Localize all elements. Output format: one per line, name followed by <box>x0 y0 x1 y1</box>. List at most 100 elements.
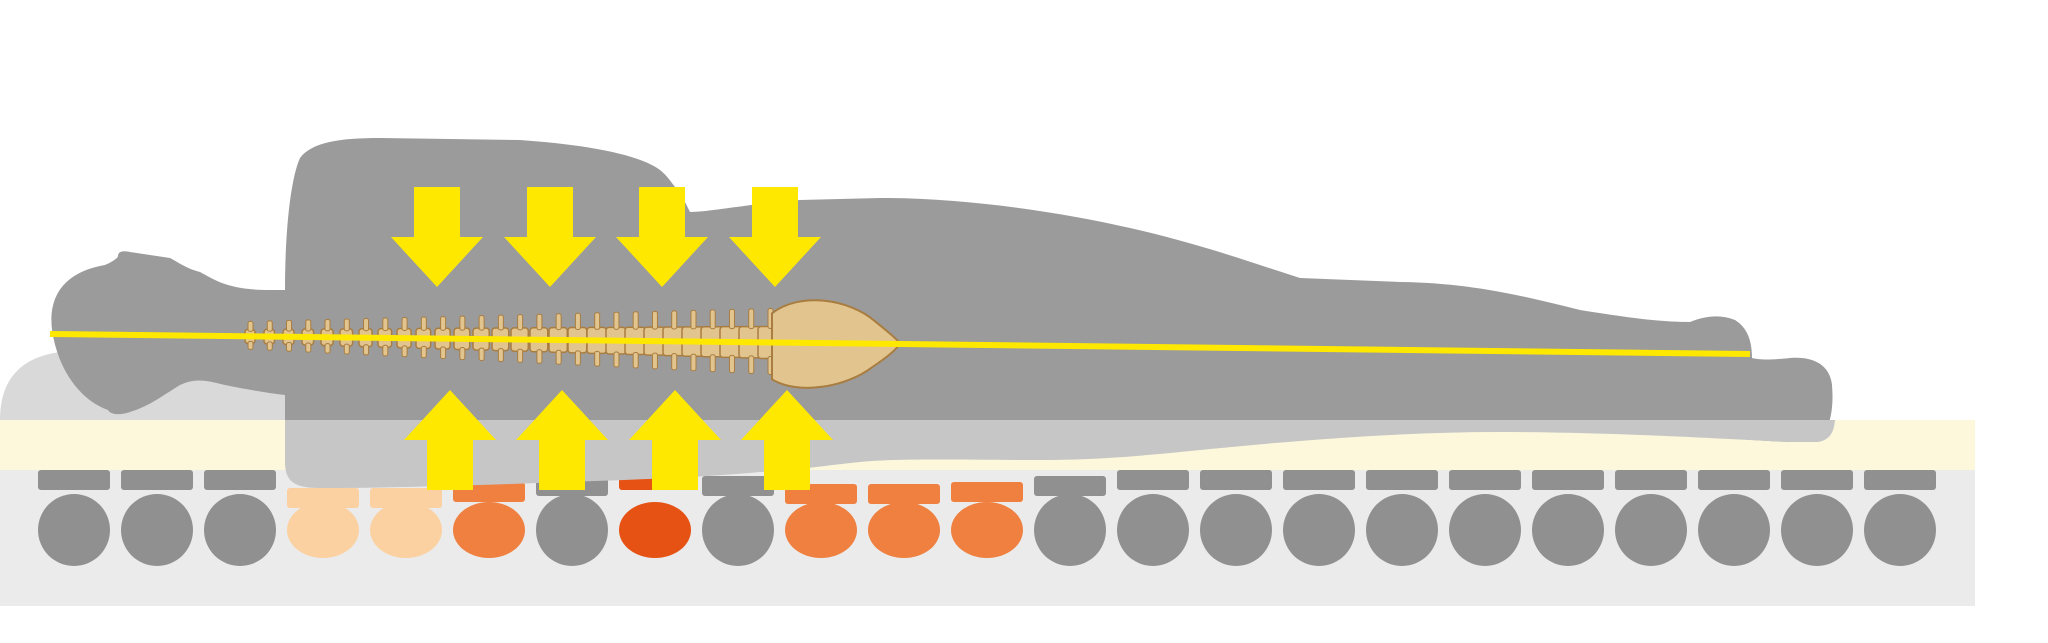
vertebra-process-top <box>728 308 735 330</box>
spring-coil <box>121 494 193 566</box>
spring-cap <box>702 476 774 496</box>
spring-coil <box>619 502 691 558</box>
vertebra-process-bottom <box>420 345 427 359</box>
vertebra-process-bottom <box>709 354 716 373</box>
spring-20 <box>1615 470 1687 566</box>
spring-row <box>38 470 1936 566</box>
vertebra-process-bottom <box>440 346 447 360</box>
support-arrows-up <box>404 390 833 490</box>
vertebra-process-bottom <box>343 343 350 355</box>
spring-cap <box>1034 476 1106 496</box>
vertebra-process-bottom <box>728 354 735 374</box>
spring-coil <box>785 502 857 558</box>
spring-10 <box>785 484 857 558</box>
spring-coil <box>868 502 940 558</box>
vertebra-process-top <box>247 320 254 332</box>
spring-coil <box>1864 494 1936 566</box>
arrow-up-icon <box>629 390 721 490</box>
vertebra-process-bottom <box>286 341 293 352</box>
vertebra-process-top <box>363 317 370 332</box>
vertebra-process-bottom <box>478 347 485 362</box>
spring-15 <box>1200 470 1272 566</box>
vertebra-process-top <box>478 315 485 331</box>
spring-coil <box>702 494 774 566</box>
spring-cap <box>1781 470 1853 490</box>
spring-coil <box>1615 494 1687 566</box>
spring-cap <box>1366 470 1438 490</box>
spring-cap <box>1283 470 1355 490</box>
spring-coil <box>951 502 1023 558</box>
spring-18 <box>1449 470 1521 566</box>
vertebra-process-top <box>594 312 601 330</box>
vertebra-process-top <box>613 311 620 330</box>
vertebra-process-bottom <box>613 351 620 368</box>
spring-cap <box>121 470 193 490</box>
pressure-arrows-down <box>391 187 821 287</box>
vertebra-process-top <box>382 317 389 332</box>
spring-cap <box>370 488 442 508</box>
spring-cap <box>1615 470 1687 490</box>
spring-coil <box>1532 494 1604 566</box>
arrow-up-icon <box>741 390 833 490</box>
spring-16 <box>1283 470 1355 566</box>
vertebra-process-bottom <box>594 350 601 367</box>
vertebra-process-bottom <box>497 348 504 362</box>
vertebra-process-bottom <box>459 347 466 361</box>
spring-cap <box>204 470 276 490</box>
vertebra-process-bottom <box>401 345 408 358</box>
vertebra-process-top <box>305 319 312 332</box>
spring-coil <box>1449 494 1521 566</box>
spring-cap <box>1698 470 1770 490</box>
vertebra-process-bottom <box>632 352 639 369</box>
vertebra-process-bottom <box>305 342 312 353</box>
vertebra <box>339 318 354 355</box>
vertebra-process-top <box>497 314 504 331</box>
spring-cap <box>1200 470 1272 490</box>
arrow-up-icon <box>404 390 496 490</box>
spring-coil <box>1117 494 1189 566</box>
vertebra-process-top <box>671 310 678 330</box>
spring-coil <box>204 494 276 566</box>
vertebra-process-bottom <box>690 353 697 372</box>
arrow-up-icon <box>516 390 608 490</box>
vertebra-process-top <box>536 313 543 331</box>
vertebra-process-top <box>555 313 562 331</box>
spring-23 <box>1864 470 1936 566</box>
spring-coil <box>536 494 608 566</box>
arrow-down-icon <box>616 187 708 287</box>
vertebra-process-top <box>286 319 293 332</box>
spring-13 <box>1034 476 1106 566</box>
spring-3 <box>204 470 276 566</box>
vertebra-process-bottom <box>555 349 562 365</box>
vertebra-process-top <box>440 316 447 331</box>
spring-coil <box>38 494 110 566</box>
vertebra-process-top <box>517 314 524 331</box>
spring-6 <box>453 482 525 558</box>
spring-4 <box>287 488 359 558</box>
spring-11 <box>868 484 940 558</box>
vertebra-process-bottom <box>266 341 273 351</box>
vertebra-process-bottom <box>363 344 370 356</box>
vertebra-process-top <box>420 316 427 331</box>
spring-12 <box>951 482 1023 558</box>
spring-1 <box>38 470 110 566</box>
spring-cap <box>1117 470 1189 490</box>
vertebra-process-top <box>266 320 273 332</box>
spring-cap <box>287 488 359 508</box>
vertebra-process-top <box>651 310 658 330</box>
arrow-down-icon <box>504 187 596 287</box>
vertebra-process-bottom <box>574 350 581 366</box>
spring-coil <box>1366 494 1438 566</box>
spine-alignment-line <box>49 331 1751 357</box>
vertebra <box>301 319 315 353</box>
vertebra-process-top <box>459 315 466 331</box>
spring-22 <box>1781 470 1853 566</box>
spring-21 <box>1698 470 1770 566</box>
arrow-down-icon <box>391 187 483 287</box>
spring-coil <box>1034 494 1106 566</box>
spring-5 <box>370 488 442 558</box>
spring-19 <box>1532 470 1604 566</box>
vertebra-process-top <box>632 311 639 330</box>
